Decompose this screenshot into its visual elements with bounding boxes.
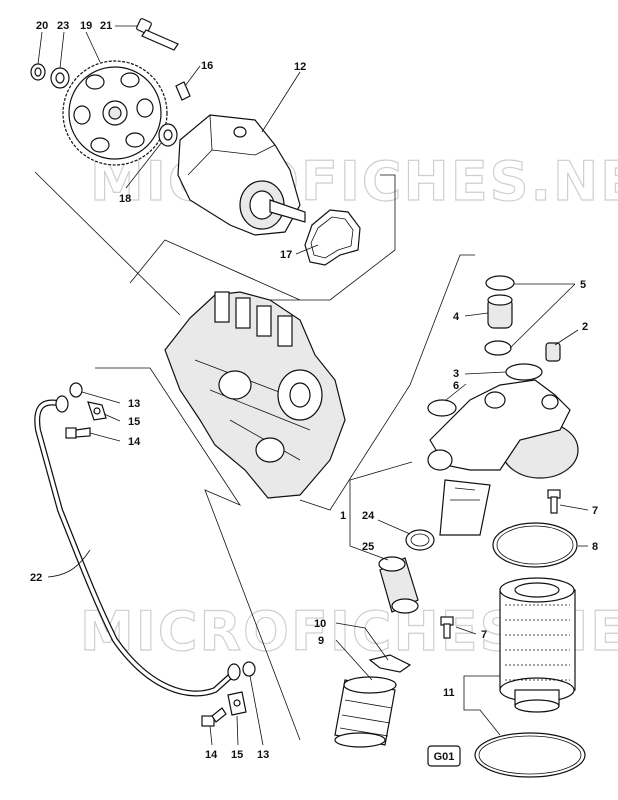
callout-3: 3 bbox=[453, 368, 459, 380]
callout-23: 23 bbox=[57, 20, 69, 32]
washer-23 bbox=[50, 67, 70, 89]
reference-box-g01: G01 bbox=[427, 745, 461, 767]
bolt-14-lower bbox=[201, 707, 227, 727]
oring-6 bbox=[427, 399, 457, 417]
callout-21: 21 bbox=[100, 20, 112, 32]
oring-5-upper bbox=[485, 275, 515, 291]
callout-7-upper: 7 bbox=[592, 505, 598, 517]
callout-22: 22 bbox=[30, 572, 42, 584]
reference-box-label: G01 bbox=[434, 751, 455, 763]
strainer-9 bbox=[334, 676, 397, 748]
filter-cartridge-11 bbox=[499, 577, 576, 713]
oring-13-upper bbox=[69, 382, 83, 398]
oring-13-lower bbox=[242, 661, 256, 677]
callout-15-lower: 15 bbox=[231, 749, 243, 761]
oil-filter-housing-1 bbox=[427, 379, 579, 536]
oil-pipe-22 bbox=[34, 395, 241, 697]
callout-16: 16 bbox=[201, 60, 213, 72]
callout-2: 2 bbox=[582, 321, 588, 333]
callout-6: 6 bbox=[453, 380, 459, 392]
callout-7-lower: 7 bbox=[481, 629, 487, 641]
callout-11: 11 bbox=[443, 687, 455, 699]
callout-12: 12 bbox=[294, 61, 306, 73]
callout-14-upper: 14 bbox=[128, 436, 141, 448]
callout-1: 1 bbox=[340, 510, 346, 522]
callout-9: 9 bbox=[318, 635, 324, 647]
bolt-7-lower bbox=[440, 616, 454, 639]
clamp-15-upper bbox=[87, 401, 107, 421]
clamp-15-lower bbox=[227, 691, 247, 716]
sleeve-4 bbox=[487, 294, 513, 329]
bolt-7-upper bbox=[547, 489, 561, 514]
callout-4: 4 bbox=[453, 311, 460, 323]
gasket-17 bbox=[304, 209, 361, 266]
oil-pump-12 bbox=[177, 114, 306, 236]
callouts: 20 23 19 21 16 12 18 17 5 4 2 3 6 13 15 … bbox=[30, 20, 598, 761]
clip-10 bbox=[368, 654, 412, 673]
oring-5-lower bbox=[484, 340, 512, 356]
callout-17: 17 bbox=[280, 249, 292, 261]
callout-18: 18 bbox=[119, 193, 131, 205]
washer-18 bbox=[158, 123, 178, 147]
watermark-top: MICROFICHES.NET bbox=[90, 150, 618, 213]
circlip-20 bbox=[30, 63, 46, 81]
gear-19 bbox=[62, 60, 168, 166]
assembly-outline bbox=[34, 171, 475, 741]
callout-13-lower: 13 bbox=[257, 749, 269, 761]
callout-13-upper: 13 bbox=[128, 398, 140, 410]
oring-24 bbox=[405, 529, 435, 551]
callout-5: 5 bbox=[580, 279, 586, 291]
leader-lines bbox=[37, 25, 589, 746]
bolt-14-upper bbox=[65, 427, 91, 439]
callout-24: 24 bbox=[362, 510, 375, 522]
callout-8: 8 bbox=[592, 541, 598, 553]
pin-16 bbox=[175, 81, 191, 101]
engine-block bbox=[164, 291, 346, 499]
oring-g01 bbox=[474, 732, 586, 778]
callout-20: 20 bbox=[36, 20, 48, 32]
callout-14-lower: 14 bbox=[205, 749, 218, 761]
callout-19: 19 bbox=[80, 20, 92, 32]
plug-2 bbox=[545, 342, 561, 362]
oring-8 bbox=[492, 522, 578, 568]
oring-3 bbox=[505, 363, 543, 381]
callout-10: 10 bbox=[314, 618, 326, 630]
callout-25: 25 bbox=[362, 541, 374, 553]
callout-15-upper: 15 bbox=[128, 416, 140, 428]
valve-25 bbox=[378, 556, 419, 614]
bolt-21 bbox=[136, 18, 179, 51]
